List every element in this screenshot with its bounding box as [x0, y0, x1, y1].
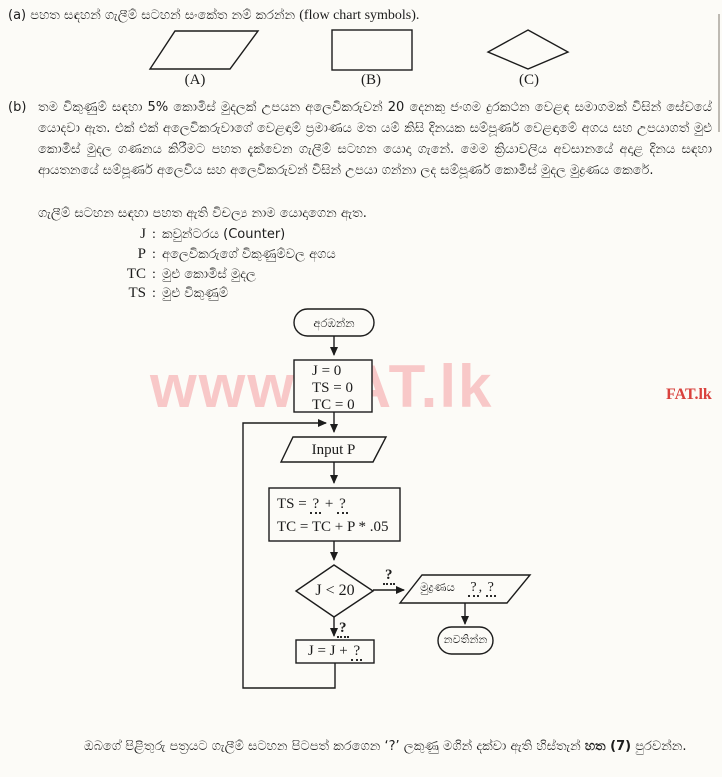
init-process-shape	[293, 359, 373, 413]
calc-node-text: TS = ? + ? TC = TC + P * .05	[277, 493, 389, 539]
blank-question-mark: ?	[310, 496, 322, 514]
variable-colon: :	[152, 267, 156, 282]
calc-line-1: TS = ? + ?	[277, 493, 389, 516]
blank-question-mark: ?	[485, 580, 496, 597]
symbol-a-parallelogram	[148, 30, 260, 70]
input-parallelogram-shape	[279, 436, 388, 463]
increment-pre: J = J +	[307, 643, 352, 659]
variable-desc: අලෙවිකරුගේ විකුණුම්වල අගය	[162, 247, 336, 262]
variable-name: TS	[128, 285, 146, 301]
question-a-text-sinhala: පහත සඳහන් ගැලීම් සටහන් සංකේත නම් කරන්න	[30, 8, 296, 23]
init-node-text: J = 0 TS = 0 TC = 0	[312, 363, 355, 414]
variable-name: TC	[126, 266, 146, 282]
init-line-3: TC = 0	[312, 397, 355, 413]
loop-back-line	[242, 419, 336, 689]
variable-row-j: J : කවුන්ටරය (Counter)	[104, 226, 285, 243]
footer-text-pre: ඔබගේ පිළිතුරු පත්‍රයට ගැලීම් සටහන පිටපත්…	[84, 739, 585, 754]
start-node-label: අරඹන්න	[313, 316, 355, 330]
calc-ts-pre: TS =	[277, 496, 311, 512]
footer-text-bold: හත (7)	[584, 739, 632, 754]
watermark-small: FAT.lk	[666, 386, 712, 403]
stop-node-label: නවතින්න	[443, 633, 488, 646]
variables-intro: ගැලීම් සටහන සඳහා පහත ඇති විචල්‍ය නාම යොද…	[38, 206, 367, 221]
input-node-label: Input P	[311, 442, 356, 458]
blank-question-mark: ?	[468, 580, 479, 597]
footer-instruction: ඔබගේ පිළිතුරු පත්‍රයට ගැලීම් සටහන පිටපත්…	[84, 736, 714, 757]
decision-down-branch-label: ?	[337, 618, 349, 638]
variable-desc: කවුන්ටරය (Counter)	[162, 227, 286, 242]
blank-question-mark: ?	[337, 620, 349, 638]
decision-node-label: J < 20	[315, 582, 355, 599]
init-line-1: J = 0	[312, 363, 342, 379]
blank-question-mark: ?	[383, 567, 395, 585]
symbol-a-label: (A)	[184, 72, 206, 88]
variable-row-tc: TC : මුළු කොමිස් මුදල	[104, 266, 256, 283]
variable-colon: :	[152, 247, 156, 262]
init-line-2: TS = 0	[312, 380, 353, 396]
output-parallelogram-shape	[398, 574, 532, 604]
question-a-label: (a)	[8, 8, 27, 23]
symbol-c-label: (C)	[519, 72, 539, 88]
blank-question-mark: ?	[337, 496, 348, 514]
variable-name: J	[140, 226, 146, 242]
symbol-b-rectangle	[331, 29, 413, 71]
output-print-label: මුද්‍රණය	[420, 580, 455, 594]
question-b-label: (b)	[8, 100, 27, 115]
variable-name: P	[137, 246, 146, 262]
blank-question-mark: ?	[351, 643, 363, 661]
variable-desc: මුළු විකුණුම්	[162, 286, 229, 301]
variable-colon: :	[152, 286, 156, 301]
output-comma: ,	[478, 580, 486, 595]
variable-desc: මුළු කොමිස් මුදල	[162, 267, 256, 282]
symbol-c-diamond	[486, 29, 570, 70]
question-a-heading: (a) පහත සඳහන් ගැලීම් සටහන් සංකේත නම් කරන…	[8, 5, 419, 26]
increment-node-text: J = J + ?	[296, 643, 374, 661]
footer-text-post: පුරවන්න.	[631, 739, 687, 754]
decision-right-branch-label: ?	[383, 565, 395, 585]
variable-row-ts: TS : මුළු විකුණුම්	[104, 285, 228, 302]
stop-terminator-shape	[437, 626, 494, 655]
question-a-text-english: (flow chart symbols).	[299, 8, 420, 23]
variable-colon: :	[152, 227, 156, 242]
calc-ts-plus: +	[321, 496, 338, 512]
question-b-paragraph: තම විකුණුම් සඳහා 5% කොමිස් මුදලක් උපයන අ…	[38, 100, 712, 178]
output-node-text: මුද්‍රණය ?, ?	[402, 580, 514, 597]
calc-line-2: TC = TC + P * .05	[277, 519, 389, 535]
variable-row-p: P : අලෙවිකරුගේ විකුණුම්වල අගය	[104, 246, 336, 263]
symbol-b-label: (B)	[361, 72, 381, 88]
